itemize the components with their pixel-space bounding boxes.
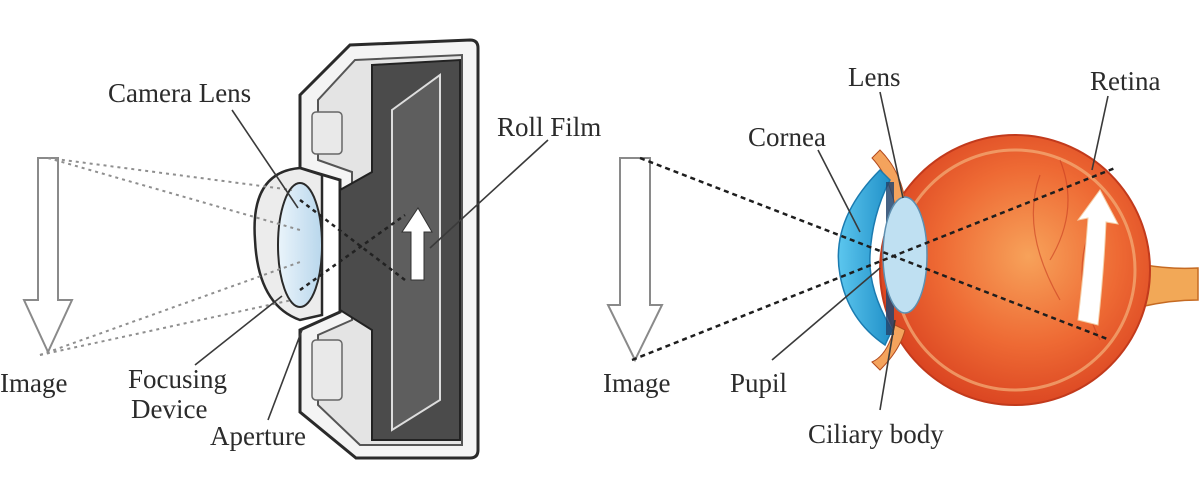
label-eye-image: Image bbox=[603, 370, 670, 397]
label-camera-lens: Camera Lens bbox=[108, 80, 251, 107]
camera-object-arrow bbox=[24, 158, 72, 352]
label-focusing-device-line1: Focusing bbox=[128, 366, 227, 393]
camera-lens-glass bbox=[278, 183, 322, 307]
label-retina: Retina bbox=[1090, 68, 1160, 95]
label-cornea: Cornea bbox=[748, 124, 826, 151]
label-eye-lens: Lens bbox=[848, 64, 900, 91]
label-pupil: Pupil bbox=[730, 370, 787, 397]
label-ciliary-body: Ciliary body bbox=[808, 421, 944, 448]
label-roll-film: Roll Film bbox=[497, 114, 601, 141]
label-camera-image: Image bbox=[0, 370, 67, 397]
camera-illustration bbox=[24, 40, 548, 458]
label-aperture: Aperture bbox=[210, 423, 306, 450]
eye-illustration bbox=[608, 92, 1198, 410]
eye-object-arrow bbox=[608, 158, 662, 360]
label-focusing-device-line2: Device bbox=[131, 396, 207, 423]
eye-lens bbox=[883, 197, 927, 313]
